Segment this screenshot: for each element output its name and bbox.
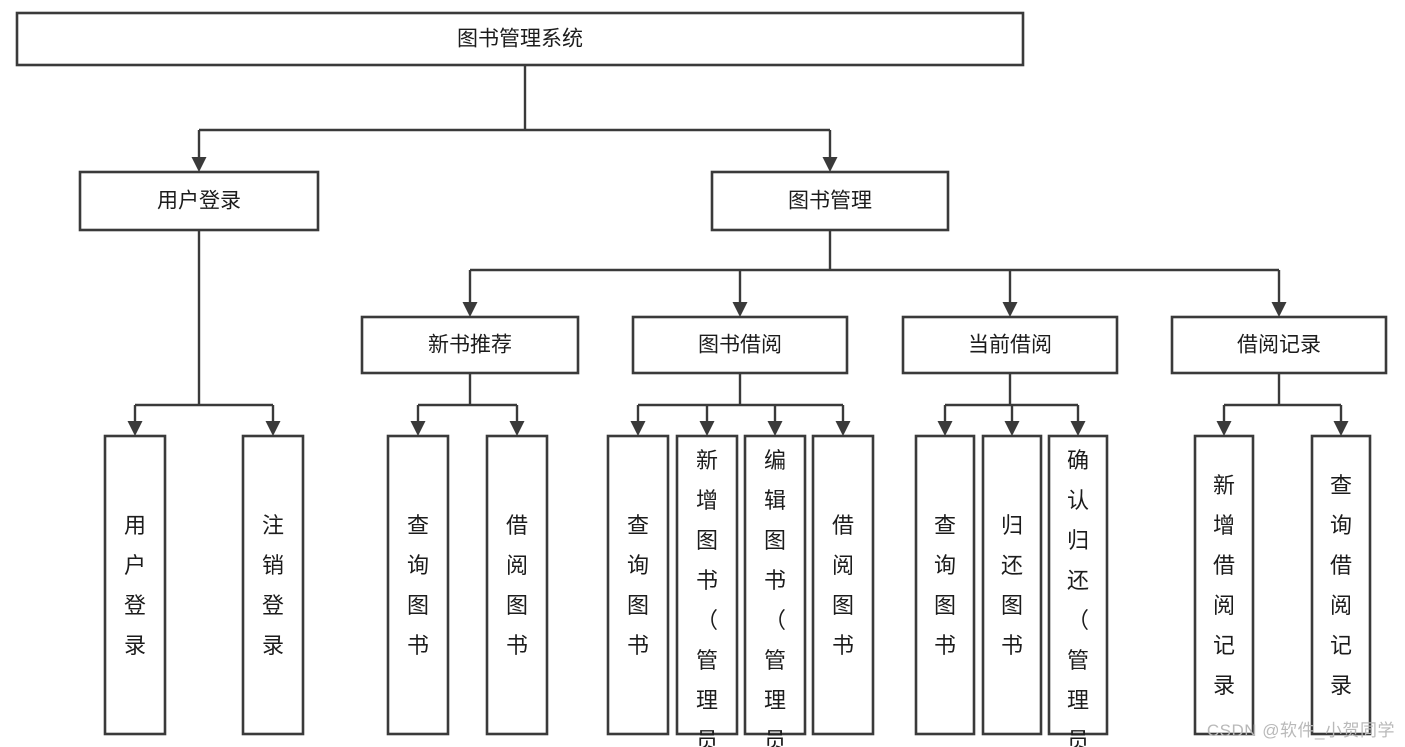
borrow-record-to-leaf-query-borrow-record-arrowhead bbox=[1333, 421, 1349, 436]
node-leaf-query-borrow-record[interactable]: 查询借阅记录 bbox=[1310, 434, 1372, 736]
node-box-new-book-recommend[interactable] bbox=[360, 315, 580, 375]
node-label-book-borrow: 图书借阅 bbox=[698, 334, 782, 357]
node-label-book-management: 图书管理 bbox=[788, 190, 872, 213]
nodes-layer: 图书管理系统用户登录图书管理新书推荐图书借阅当前借阅借阅记录用户登录注销登录查询… bbox=[15, 11, 1388, 747]
node-label-current-borrow: 当前借阅 bbox=[968, 334, 1052, 357]
node-leaf-add-borrow-record[interactable]: 新增借阅记录 bbox=[1193, 434, 1255, 736]
node-label-user-login: 用户登录 bbox=[157, 190, 241, 213]
node-leaf-return-book[interactable]: 归还图书 bbox=[981, 434, 1043, 736]
user-login-to-leaf-logout-login-arrowhead bbox=[265, 421, 281, 436]
node-leaf-add-book[interactable]: 新增图书（管理员） bbox=[675, 434, 739, 747]
node-box-leaf-logout-login[interactable] bbox=[241, 434, 305, 736]
node-box-leaf-query-borrow-record[interactable] bbox=[1310, 434, 1372, 736]
current-borrow-to-leaf-confirm-return-arrowhead bbox=[1070, 421, 1086, 436]
node-box-book-management[interactable] bbox=[710, 170, 950, 232]
node-label-leaf-borrow-book-1: 借阅图书 bbox=[506, 513, 528, 658]
node-leaf-query-book-3[interactable]: 查询图书 bbox=[914, 434, 976, 736]
node-new-book-recommend[interactable]: 新书推荐 bbox=[360, 315, 580, 375]
node-label-leaf-add-book: 新增图书（管理员） bbox=[696, 448, 718, 747]
l1-to-book-borrow-arrowhead bbox=[732, 302, 748, 317]
node-current-borrow[interactable]: 当前借阅 bbox=[901, 315, 1119, 375]
node-leaf-borrow-book-1[interactable]: 借阅图书 bbox=[485, 434, 549, 736]
node-borrow-record[interactable]: 借阅记录 bbox=[1170, 315, 1388, 375]
node-box-leaf-query-book-1[interactable] bbox=[386, 434, 450, 736]
node-box-root[interactable] bbox=[15, 11, 1025, 67]
new-book-recommend-to-leaf-query-book-1-arrowhead bbox=[410, 421, 426, 436]
node-box-leaf-confirm-return[interactable] bbox=[1047, 434, 1109, 736]
node-label-leaf-add-borrow-record: 新增借阅记录 bbox=[1213, 473, 1235, 698]
book-borrow-to-leaf-add-book-arrowhead bbox=[699, 421, 715, 436]
node-box-leaf-borrow-book-1[interactable] bbox=[485, 434, 549, 736]
node-root[interactable]: 图书管理系统 bbox=[15, 11, 1025, 67]
node-leaf-borrow-book-2[interactable]: 借阅图书 bbox=[811, 434, 875, 736]
node-box-user-login[interactable] bbox=[78, 170, 320, 232]
node-leaf-confirm-return[interactable]: 确认归还（管理员） bbox=[1047, 434, 1109, 747]
node-leaf-edit-book[interactable]: 编辑图书（管理员） bbox=[743, 434, 807, 747]
node-box-borrow-record[interactable] bbox=[1170, 315, 1388, 375]
node-box-leaf-query-book-3[interactable] bbox=[914, 434, 976, 736]
node-label-leaf-user-login: 用户登录 bbox=[124, 513, 146, 658]
node-book-management[interactable]: 图书管理 bbox=[710, 170, 950, 232]
book-borrow-to-leaf-edit-book-arrowhead bbox=[767, 421, 783, 436]
borrow-record-to-leaf-add-borrow-record-arrowhead bbox=[1216, 421, 1232, 436]
new-book-recommend-to-leaf-borrow-book-1-arrowhead bbox=[509, 421, 525, 436]
node-leaf-logout-login[interactable]: 注销登录 bbox=[241, 434, 305, 736]
l1-to-new-book-recommend-arrowhead bbox=[462, 302, 478, 317]
node-label-leaf-query-book-3: 查询图书 bbox=[934, 513, 956, 658]
user-login-to-leaf-user-login-arrowhead bbox=[127, 421, 143, 436]
current-borrow-to-leaf-query-book-3-arrowhead bbox=[937, 421, 953, 436]
node-label-leaf-edit-book: 编辑图书（管理员） bbox=[764, 448, 786, 747]
book-borrow-to-leaf-borrow-book-2-arrowhead bbox=[835, 421, 851, 436]
node-leaf-query-book-1[interactable]: 查询图书 bbox=[386, 434, 450, 736]
root-to-user-login-arrowhead bbox=[191, 157, 207, 172]
node-label-leaf-borrow-book-2: 借阅图书 bbox=[832, 513, 854, 658]
current-borrow-to-leaf-return-book-arrowhead bbox=[1004, 421, 1020, 436]
node-box-leaf-query-book-2[interactable] bbox=[606, 434, 670, 736]
node-label-leaf-return-book: 归还图书 bbox=[1001, 513, 1023, 658]
node-label-leaf-query-borrow-record: 查询借阅记录 bbox=[1330, 473, 1352, 698]
node-box-leaf-borrow-book-2[interactable] bbox=[811, 434, 875, 736]
book-borrow-to-leaf-query-book-2-arrowhead bbox=[630, 421, 646, 436]
node-box-book-borrow[interactable] bbox=[631, 315, 849, 375]
l1-to-borrow-record-arrowhead bbox=[1271, 302, 1287, 317]
l1-to-current-borrow-arrowhead bbox=[1002, 302, 1018, 317]
node-user-login[interactable]: 用户登录 bbox=[78, 170, 320, 232]
connectors-layer bbox=[127, 65, 1349, 436]
node-label-root: 图书管理系统 bbox=[457, 28, 583, 51]
node-box-leaf-return-book[interactable] bbox=[981, 434, 1043, 736]
node-box-leaf-add-borrow-record[interactable] bbox=[1193, 434, 1255, 736]
node-book-borrow[interactable]: 图书借阅 bbox=[631, 315, 849, 375]
node-leaf-query-book-2[interactable]: 查询图书 bbox=[606, 434, 670, 736]
node-box-leaf-edit-book[interactable] bbox=[743, 434, 807, 736]
node-box-leaf-add-book[interactable] bbox=[675, 434, 739, 736]
node-box-leaf-user-login[interactable] bbox=[103, 434, 167, 736]
node-label-leaf-query-book-2: 查询图书 bbox=[627, 513, 649, 658]
node-label-leaf-query-book-1: 查询图书 bbox=[407, 513, 429, 658]
node-label-leaf-confirm-return: 确认归还（管理员） bbox=[1067, 448, 1089, 747]
node-leaf-user-login[interactable]: 用户登录 bbox=[103, 434, 167, 736]
root-to-book-management-arrowhead bbox=[822, 157, 838, 172]
node-label-new-book-recommend: 新书推荐 bbox=[428, 334, 512, 357]
node-label-borrow-record: 借阅记录 bbox=[1237, 334, 1321, 357]
node-box-current-borrow[interactable] bbox=[901, 315, 1119, 375]
node-label-leaf-logout-login: 注销登录 bbox=[262, 513, 284, 658]
watermark-label: CSDN @软件_小贺同学 bbox=[1206, 721, 1395, 740]
